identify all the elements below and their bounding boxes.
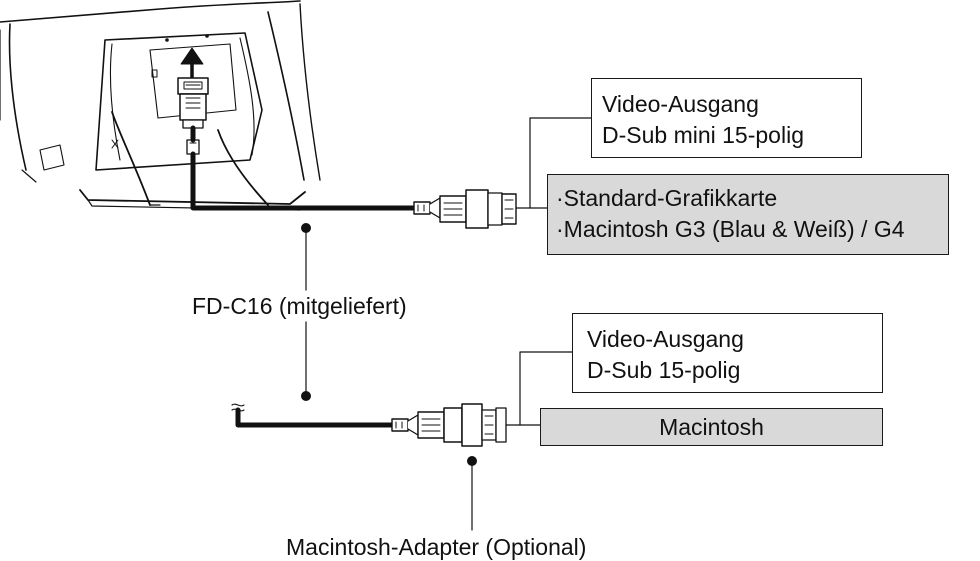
cable-bottom	[235, 407, 395, 428]
bottom-output-subtitle: D-Sub 15-polig	[587, 357, 741, 383]
dvi-connector-icon	[413, 189, 517, 229]
top-device-macintosh-g3: ·Macintosh G3 (Blau & Weiß) / G4	[556, 216, 905, 242]
top-devices-box: ·Standard-Grafikkarte ·Macintosh G3 (Bla…	[547, 174, 949, 255]
bottom-output-title: Video-Ausgang	[587, 326, 744, 352]
top-device-standard: ·Standard-Grafikkarte	[556, 185, 778, 211]
monitor-icon	[0, 0, 321, 211]
mac-adapter-icon	[391, 403, 507, 447]
bottom-device-box: Macintosh	[540, 408, 883, 446]
vga-plug-icon	[177, 77, 209, 155]
bottom-device-macintosh: Macintosh	[659, 414, 764, 440]
up-arrow-icon	[180, 47, 204, 80]
leader-top	[515, 117, 593, 209]
cable-marker-bottom	[301, 391, 311, 401]
cable-top	[190, 125, 417, 211]
leader-bottom	[505, 351, 573, 426]
bottom-output-box: Video-Ausgang D-Sub 15-polig	[572, 313, 883, 393]
top-output-subtitle: D-Sub mini 15-polig	[602, 122, 804, 148]
cable-label: FD-C16 (mitgeliefert)	[192, 293, 407, 319]
adapter-label: Macintosh-Adapter (Optional)	[286, 534, 587, 560]
top-output-title: Video-Ausgang	[602, 91, 759, 117]
top-output-box: Video-Ausgang D-Sub mini 15-polig	[591, 78, 862, 158]
